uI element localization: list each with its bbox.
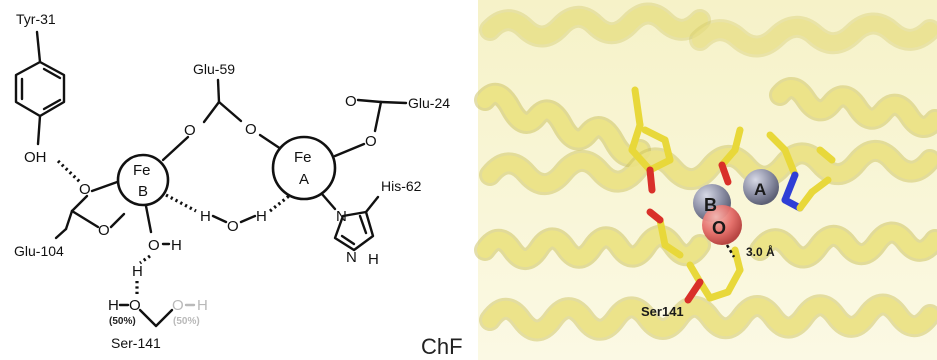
stick-bond-3: [628, 146, 654, 174]
water-bond2: [239, 214, 257, 224]
stick-bond-17: [816, 146, 836, 164]
distance-label: 3.0 Å: [746, 244, 775, 259]
stick-bond-1: [631, 86, 644, 129]
hydroxide-h: H: [171, 237, 182, 254]
ser141-h: H: [132, 263, 143, 280]
his62-n1: N: [336, 208, 347, 225]
his62-n2: N: [346, 249, 357, 266]
stick-bond-7: [646, 166, 656, 194]
stick-bond-24: [684, 278, 704, 304]
stick-bond-16: [808, 176, 832, 196]
helix-ribbon-3: [477, 85, 648, 165]
hydroxide-oxygen: O: [148, 237, 160, 254]
helix-ribbon-1: [482, 5, 708, 45]
helix-ribbon-2: [692, 15, 937, 55]
helix-ribbon-5: [482, 142, 937, 193]
stick-bond-6: [641, 126, 669, 144]
metal-sphere-a: [743, 169, 779, 205]
ser141-alt-occupancy: (50%): [173, 316, 200, 327]
his62-ring: [320, 192, 380, 252]
stick-bond-25: [724, 266, 744, 296]
glu59-o1: O: [184, 122, 196, 139]
tyr31-hydroxyl: OH: [24, 149, 47, 166]
tyr31-ring: [14, 30, 66, 146]
stick-bond-20: [646, 208, 664, 224]
stick-bond-26: [731, 246, 744, 274]
hbond-feb-water: [165, 193, 197, 213]
glu59-bonds: [161, 78, 283, 162]
active-site-schematic: Tyr-31 OH O O Glu-104 Fe B Glu-59: [14, 11, 450, 351]
stick-bond-12: [781, 146, 799, 179]
ser141-alt-h: H: [197, 297, 208, 314]
stick-bond-11: [766, 131, 789, 154]
glu24-label: Glu-24: [408, 95, 450, 111]
feb-hydroxide-bond: [144, 204, 153, 234]
glu24-o1: O: [345, 93, 357, 110]
glu59-label: Glu-59: [193, 61, 235, 77]
residue-sticks: [628, 86, 836, 304]
tyr31-label: Tyr-31: [16, 11, 56, 27]
protein-structure-render: B A O 3.0 Å Ser141: [474, 0, 937, 360]
his62-nh: H: [368, 251, 379, 268]
glu104-o1: O: [79, 181, 91, 198]
helix-ribbon-8: [482, 296, 937, 339]
ser141-oxygen: O: [129, 297, 141, 314]
glu104-bonds: [54, 179, 126, 240]
glu24-o2: O: [365, 133, 377, 150]
fe-a-site: A: [299, 171, 309, 188]
ser141-label: Ser-141: [111, 335, 161, 351]
bridging-oxygen-label: O: [712, 218, 726, 238]
ser141-alt-oxygen: O: [172, 297, 184, 314]
glu104-label: Glu-104: [14, 243, 64, 259]
hbond-hydroxide-ser: [139, 254, 151, 265]
helix-ribbon-7: [752, 224, 937, 266]
ser141-hb: H: [108, 297, 119, 314]
glu59-o2: O: [245, 121, 257, 138]
water-h2: H: [256, 208, 267, 225]
glu24-bonds: [333, 98, 408, 158]
ser141-occupancy: (50%): [109, 316, 136, 327]
hbond-water-fea: [269, 194, 290, 213]
glu104-o2: O: [98, 222, 110, 239]
oxygen-sphere: [702, 205, 742, 245]
stick-bond-19: [661, 241, 684, 259]
hbond-tyr31-glu104: [56, 159, 82, 184]
site-b-label: B: [704, 195, 717, 215]
water-bond1: [211, 214, 228, 224]
figure-caption: ChF: [421, 334, 463, 359]
water-oxygen: O: [227, 218, 239, 235]
distance-line: [725, 244, 736, 258]
fe-b-element: Fe: [133, 162, 151, 179]
stick-bond-2: [628, 121, 644, 154]
stick-bond-10: [718, 161, 732, 186]
fe-a-circle: [271, 135, 337, 201]
water-h1: H: [200, 208, 211, 225]
stick-bond-4: [646, 156, 674, 174]
fe-b-site: B: [138, 183, 148, 200]
ser141-structure-label: Ser141: [641, 304, 684, 319]
stick-bond-13: [781, 171, 799, 204]
helix-ribbons: [474, 2, 937, 342]
ser141-backbone: [138, 308, 174, 328]
fe-b-circle: [116, 153, 170, 207]
helix-ribbon-4: [772, 80, 937, 135]
stick-bond-18: [656, 216, 669, 249]
his62-label: His-62: [381, 178, 422, 194]
fe-a-element: Fe: [294, 149, 312, 166]
site-a-label: A: [754, 180, 766, 199]
